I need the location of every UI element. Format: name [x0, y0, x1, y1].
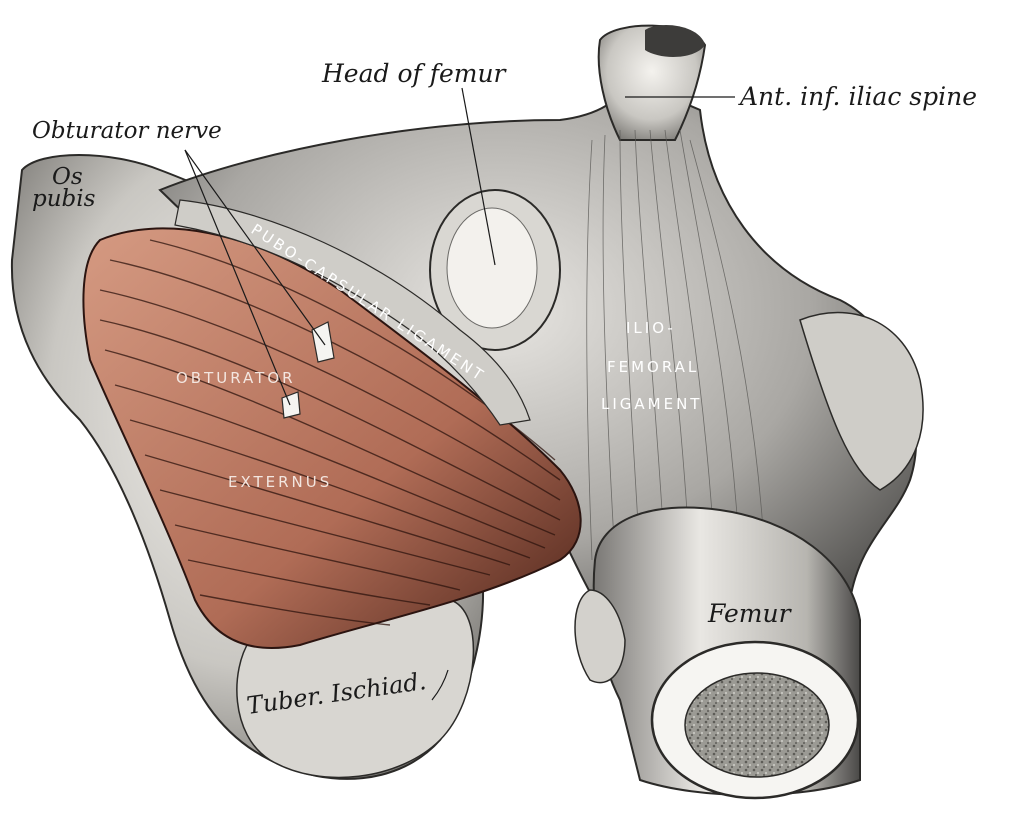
iliofemoral-fibers	[586, 129, 766, 561]
label-pubis: pubis	[32, 186, 96, 212]
lesser-trochanter	[574, 589, 626, 684]
label-head-of-femur: Head of femur	[321, 59, 508, 88]
label-femoral: FEMORAL	[607, 358, 699, 376]
label-femur: Femur	[707, 599, 793, 628]
label-ilio: ILIO-	[626, 319, 676, 337]
label-ligament: LIGAMENT	[601, 395, 702, 413]
muscle-fibers	[99, 239, 561, 626]
leader-obturator-nerve-1	[184, 149, 326, 346]
pubocapsular-ligament	[174, 199, 531, 426]
femoral-head-highlight	[446, 207, 538, 329]
leader-tuber-ischiad	[431, 669, 449, 701]
leader-head-of-femur	[461, 87, 496, 266]
label-os: Os	[52, 164, 83, 190]
leader-obturator-nerve-2	[184, 149, 291, 406]
label-externus: EXTERNUS	[228, 473, 332, 491]
femur-marrow	[684, 672, 830, 778]
obturator-nerve-cut-2	[281, 391, 301, 419]
label-obturator: OBTURATOR	[176, 369, 296, 387]
label-obturator-nerve: Obturator nerve	[32, 118, 222, 144]
obturator-externus-muscle	[82, 227, 582, 649]
label-ant-inf-iliac-spine: Ant. inf. iliac spine	[738, 82, 977, 111]
iliac-spine-cut-surface	[645, 25, 705, 57]
greater-trochanter	[799, 311, 924, 491]
